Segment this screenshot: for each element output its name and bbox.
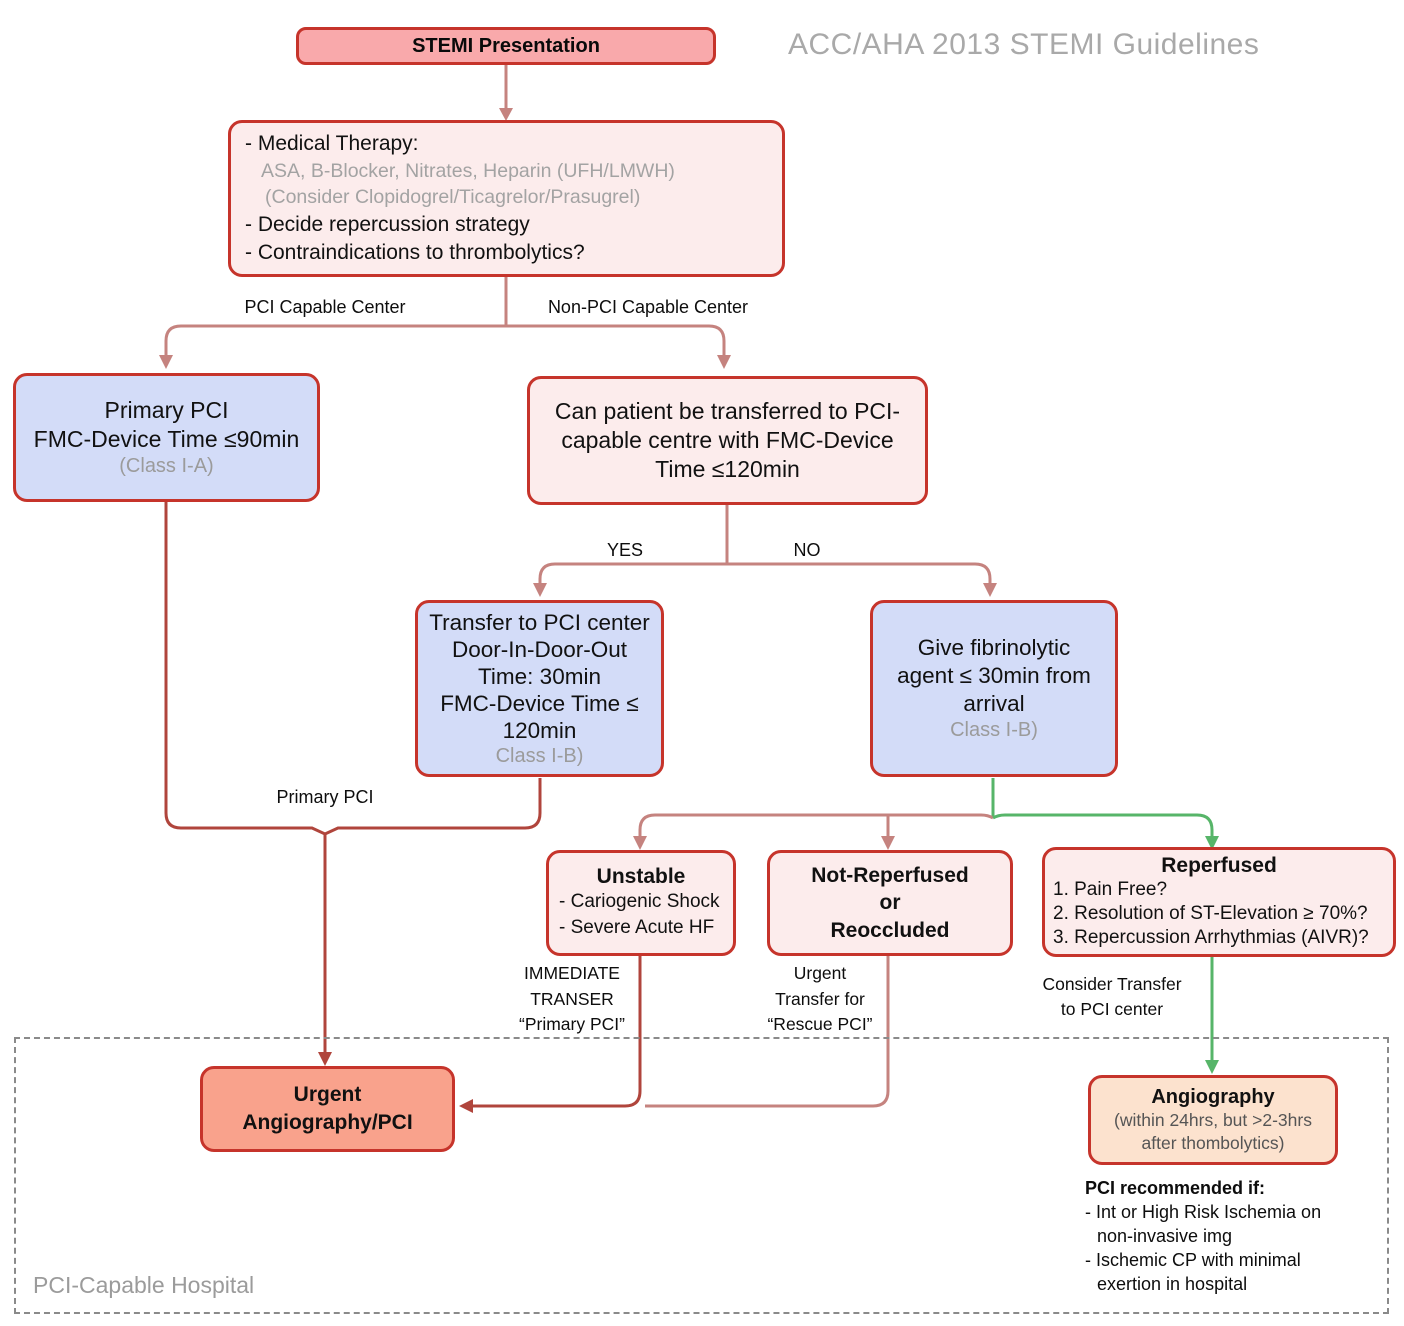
node-line: - Medical Therapy: (245, 131, 419, 155)
node-line: Give fibrinolytic (917, 635, 1071, 661)
edge-label-line: to PCI center (1060, 998, 1164, 1019)
node-line: arrival (963, 691, 1025, 717)
node-line: agent ≤ 30min from (897, 663, 1091, 689)
node-title: Unstable (596, 865, 686, 889)
node-line: FMC-Device Time ≤90min (33, 426, 300, 452)
edge-label-pci-capable-center: PCI Capable Center (244, 297, 406, 317)
edge-label-line: “Rescue PCI” (767, 1014, 873, 1035)
node-medical-therapy: - Medical Therapy: ASA, B-Blocker, Nitra… (228, 120, 785, 277)
edge-label-primary-pci: Primary PCI (276, 787, 374, 807)
node-line: 120min (502, 718, 577, 743)
note-line: exertion in hospital (1097, 1273, 1248, 1294)
node-item: 1. Pain Free? (1053, 879, 1168, 901)
node-transfer-to-pci-center: Transfer to PCI center Door-In-Door-Out … (415, 600, 664, 777)
node-item: 2. Resolution of ST-Elevation ≥ 70%? (1053, 903, 1368, 925)
class-of-recommendation: Class I-B) (495, 745, 584, 767)
page-title: ACC/AHA 2013 STEMI Guidelines (788, 28, 1260, 61)
edge-label-line: Consider Transfer (1042, 974, 1182, 994)
node-line: ASA, B-Blocker, Nitrates, Heparin (UFH/L… (261, 160, 675, 183)
node-item: - Severe Acute HF (559, 917, 715, 938)
node-primary-pci: Primary PCI FMC-Device Time ≤90min (Clas… (13, 373, 320, 502)
node-transfer-question: Can patient be transferred to PCI- capab… (527, 376, 928, 505)
node-angiography: Angiography (within 24hrs, but >2-3hrs a… (1088, 1075, 1338, 1165)
node-line: Transfer to PCI center (429, 610, 650, 635)
edge-label-line: IMMEDIATE (524, 963, 620, 983)
node-line: Reoccluded (830, 918, 950, 942)
node-line: - Decide repercussion strategy (245, 212, 530, 236)
node-line: Can patient be transferred to PCI- (554, 398, 901, 425)
node-stemi-presentation: STEMI Presentation (296, 27, 716, 65)
node-line: FMC-Device Time ≤ (440, 691, 639, 716)
node-line: Not-Reperfused (811, 864, 969, 888)
node-subline: after thombolytics) (1141, 1132, 1285, 1153)
node-subline: (within 24hrs, but >2-3hrs (1114, 1110, 1312, 1131)
edge-label-line: Transfer for (775, 988, 865, 1009)
note-title: PCI recommended if: (1085, 1178, 1266, 1198)
region-label-pci-capable-hospital: PCI-Capable Hospital (33, 1272, 255, 1298)
node-line: capable centre with FMC-Device (561, 427, 894, 454)
node-line: (Consider Clopidogrel/Ticagrelor/Prasugr… (265, 186, 641, 209)
edge-label-yes: YES (606, 540, 644, 560)
pci-recommended-note: PCI recommended if: - Int or High Risk I… (1085, 1177, 1397, 1297)
node-line: Door-In-Door-Out (451, 637, 628, 662)
edge-label-consider-transfer: Consider Transfer to PCI center (1022, 972, 1202, 1022)
edge-label-line: Urgent (793, 963, 847, 983)
node-line: Urgent (293, 1082, 362, 1106)
edge-label-no: NO (793, 540, 821, 560)
node-reperfused: Reperfused 1. Pain Free? 2. Resolution o… (1042, 847, 1396, 957)
node-urgent-angiography-pci: Urgent Angiography/PCI (200, 1066, 455, 1152)
node-unstable: Unstable - Cariogenic Shock - Severe Acu… (546, 850, 736, 956)
edge-label-urgent-transfer: Urgent Transfer for “Rescue PCI” (740, 961, 900, 1038)
node-line: or (879, 891, 901, 915)
edge-label-line: TRANSER (530, 988, 614, 1009)
node-title: Reperfused (1161, 854, 1277, 878)
node-line: Time ≤120min (655, 455, 800, 482)
note-line: non-invasive img (1097, 1225, 1233, 1246)
node-line: Primary PCI (104, 397, 229, 424)
node-title: Angiography (1151, 1086, 1275, 1109)
edge-label-non-pci-capable-center: Non-PCI Capable Center (547, 297, 749, 317)
node-not-reperfused: Not-Reperfused or Reoccluded (767, 850, 1013, 956)
class-of-recommendation: (Class I-A) (119, 454, 214, 477)
node-line: Time: 30min (478, 664, 601, 689)
node-line: - Contraindications to thrombolytics? (245, 240, 585, 264)
node-label: STEMI Presentation (412, 34, 600, 57)
node-give-fibrinolytic: Give fibrinolytic agent ≤ 30min from arr… (870, 600, 1118, 777)
edge-label-line: “Primary PCI” (519, 1014, 625, 1035)
node-item: 3. Repercussion Arrhythmias (AIVR)? (1053, 926, 1369, 948)
pci-capable-hospital-region (14, 1037, 1389, 1314)
note-line: - Int or High Risk Ischemia on (1085, 1201, 1322, 1222)
node-line: Angiography/PCI (242, 1111, 413, 1134)
class-of-recommendation: Class I-B) (950, 718, 1038, 741)
edge-label-immediate-transfer: IMMEDIATE TRANSER “Primary PCI” (492, 961, 652, 1038)
note-line: - Ischemic CP with minimal (1085, 1249, 1301, 1270)
node-item: - Cariogenic Shock (559, 891, 720, 913)
